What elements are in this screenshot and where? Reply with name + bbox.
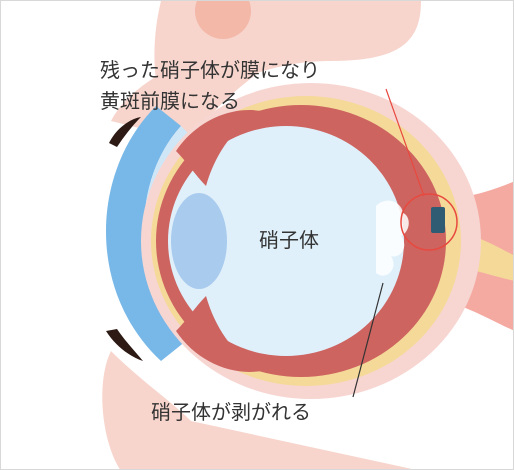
iris-upper <box>176 110 261 186</box>
macula-membrane-mark <box>431 207 445 233</box>
upper-eyelid-fold <box>111 21 331 141</box>
highlight-circle <box>400 193 458 251</box>
iris-lower <box>176 296 261 372</box>
lens <box>171 193 227 289</box>
leader-line-detachment <box>352 282 384 398</box>
lower-eyelid-skin <box>102 351 412 469</box>
label-detachment: 硝子体が剥がれる <box>151 400 311 424</box>
leader-line-membrane <box>385 88 425 197</box>
lower-eyelash <box>106 329 143 361</box>
label-vitreous: 硝子体 <box>259 228 319 252</box>
upper-eyelash <box>109 117 141 147</box>
vitreous-body <box>168 126 404 356</box>
label-membrane-line1: 残った硝子体が膜になり <box>100 58 320 82</box>
cornea <box>106 106 186 361</box>
skin-blob-top <box>195 1 251 39</box>
label-membrane-line2: 黄斑前膜になる <box>100 89 240 113</box>
